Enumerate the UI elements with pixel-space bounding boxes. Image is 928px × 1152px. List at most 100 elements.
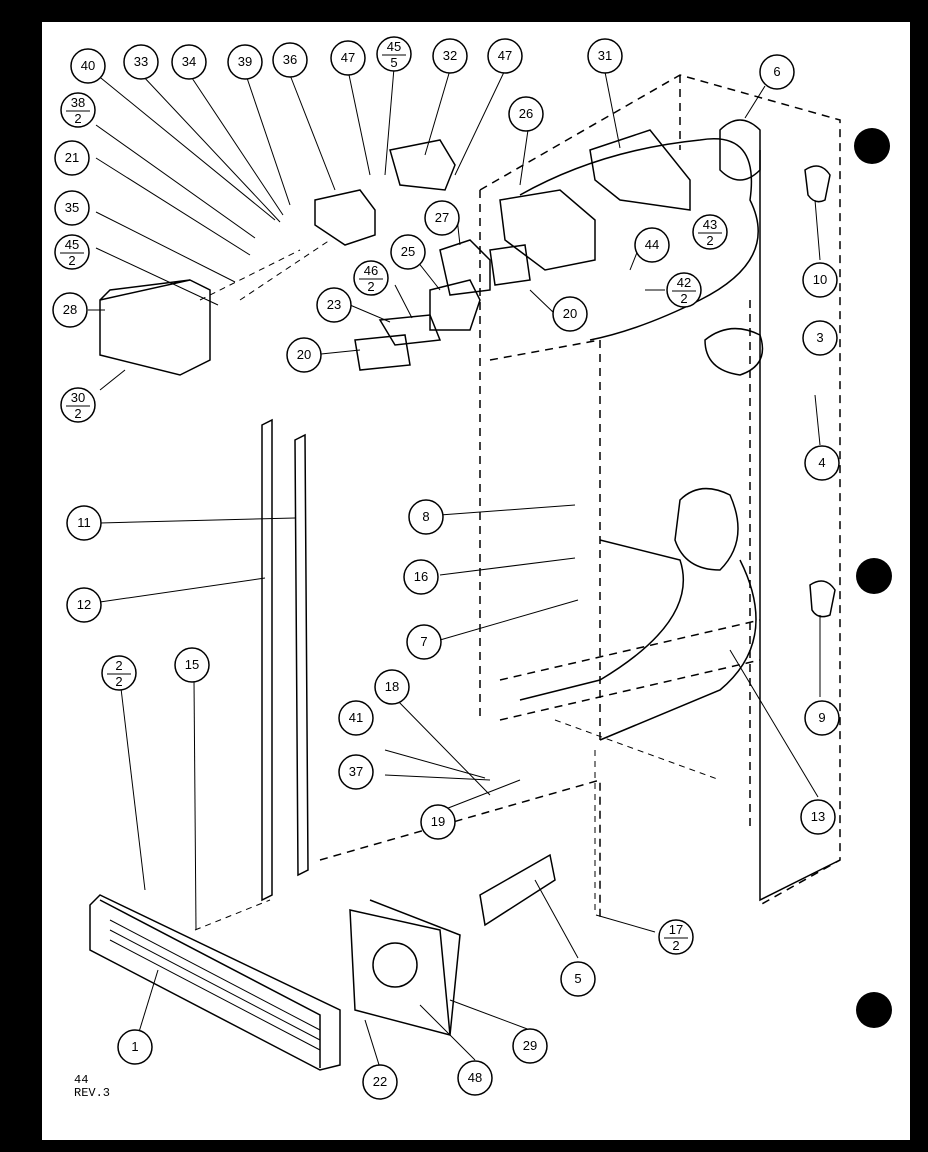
svg-text:2: 2	[115, 658, 122, 673]
svg-text:20: 20	[297, 347, 311, 362]
callout-45-2: 452	[54, 234, 90, 270]
callout-35: 35	[54, 190, 90, 226]
svg-text:45: 45	[387, 39, 401, 54]
svg-text:44: 44	[645, 237, 659, 252]
svg-text:11: 11	[77, 515, 91, 530]
switch-housing	[674, 487, 739, 571]
callout-34: 34	[171, 44, 207, 80]
svg-text:39: 39	[238, 54, 252, 69]
svg-text:27: 27	[435, 210, 449, 225]
callout-2-2: 22	[101, 655, 137, 691]
binder-hole-top	[854, 128, 890, 164]
callout-36: 36	[272, 42, 308, 78]
drain-trough	[519, 539, 757, 741]
callout-20a: 20	[286, 337, 322, 373]
svg-text:21: 21	[65, 150, 79, 165]
fan-shroud-29	[349, 899, 461, 1036]
callout-31: 31	[587, 38, 623, 74]
callout-13: 13	[800, 799, 836, 835]
callout-41: 41	[338, 700, 374, 736]
svg-text:36: 36	[283, 52, 297, 67]
insulation-block-5	[479, 853, 556, 927]
callout-17-2: 172	[658, 919, 694, 955]
svg-text:2: 2	[115, 674, 122, 689]
svg-text:29: 29	[523, 1038, 537, 1053]
svg-text:4: 4	[818, 455, 825, 470]
callout-6: 6	[759, 54, 795, 90]
callout-45-5: 455	[376, 36, 412, 72]
svg-text:48: 48	[468, 1070, 482, 1085]
callout-32: 32	[432, 38, 468, 74]
callout-37: 37	[338, 754, 374, 790]
svg-text:5: 5	[390, 55, 397, 70]
callout-11: 11	[66, 505, 102, 541]
fan-opening	[372, 942, 418, 988]
svg-text:37: 37	[349, 764, 363, 779]
svg-text:2: 2	[706, 233, 713, 248]
svg-text:30: 30	[71, 390, 85, 405]
svg-text:45: 45	[65, 237, 79, 252]
callout-30-2: 302	[60, 387, 96, 423]
part-20a	[354, 334, 411, 371]
callout-18: 18	[374, 669, 410, 705]
svg-text:2: 2	[680, 291, 687, 306]
svg-text:5: 5	[574, 971, 581, 986]
svg-text:26: 26	[519, 106, 533, 121]
callout-39: 39	[227, 44, 263, 80]
callout-43-2: 432	[692, 214, 728, 250]
svg-text:42: 42	[677, 275, 691, 290]
control-housing-28	[99, 279, 211, 376]
svg-text:20: 20	[563, 306, 577, 321]
lamp-10	[804, 165, 831, 203]
callout-10: 10	[802, 262, 838, 298]
callout-7: 7	[406, 624, 442, 660]
svg-text:2: 2	[672, 938, 679, 953]
callout-21: 21	[54, 140, 90, 176]
svg-text:46: 46	[364, 263, 378, 278]
svg-text:19: 19	[431, 814, 445, 829]
callout-44: 44	[634, 227, 670, 263]
callout-16: 16	[403, 559, 439, 595]
binder-hole-bottom	[856, 992, 892, 1028]
part-27	[439, 239, 491, 296]
callout-28: 28	[52, 292, 88, 328]
cabinet-divider	[489, 300, 751, 830]
callout-42-2: 422	[666, 272, 702, 308]
svg-text:2: 2	[74, 111, 81, 126]
svg-text:35: 35	[65, 200, 79, 215]
damper-3	[704, 327, 764, 376]
callout-33: 33	[123, 44, 159, 80]
page-code: 44	[74, 1073, 89, 1087]
svg-text:8: 8	[422, 509, 429, 524]
svg-text:25: 25	[401, 244, 415, 259]
svg-text:28: 28	[63, 302, 77, 317]
callout-47b: 47	[487, 38, 523, 74]
callout-19: 19	[420, 804, 456, 840]
callout-15: 15	[174, 647, 210, 683]
leader-lines	[88, 67, 821, 1069]
callout-27: 27	[424, 200, 460, 236]
svg-text:22: 22	[373, 1074, 387, 1089]
callout-47a: 47	[330, 40, 366, 76]
callout-4: 4	[804, 445, 840, 481]
part-25	[429, 279, 481, 331]
callout-29: 29	[512, 1028, 548, 1064]
svg-text:17: 17	[669, 922, 683, 937]
svg-text:33: 33	[134, 54, 148, 69]
svg-text:47: 47	[498, 48, 512, 63]
page-background	[42, 22, 910, 1140]
callout-25: 25	[390, 234, 426, 270]
callout-38-2: 382	[60, 92, 96, 128]
svg-text:32: 32	[443, 48, 457, 63]
svg-text:31: 31	[598, 48, 612, 63]
callout-5: 5	[560, 961, 596, 997]
revision-label: REV.3	[74, 1086, 111, 1100]
cabinet-outline	[479, 74, 841, 906]
toe-grille-1	[89, 894, 341, 1071]
callout-9: 9	[804, 700, 840, 736]
mounting-plate-31	[589, 129, 691, 211]
svg-text:10: 10	[813, 272, 827, 287]
svg-text:40: 40	[81, 58, 95, 73]
